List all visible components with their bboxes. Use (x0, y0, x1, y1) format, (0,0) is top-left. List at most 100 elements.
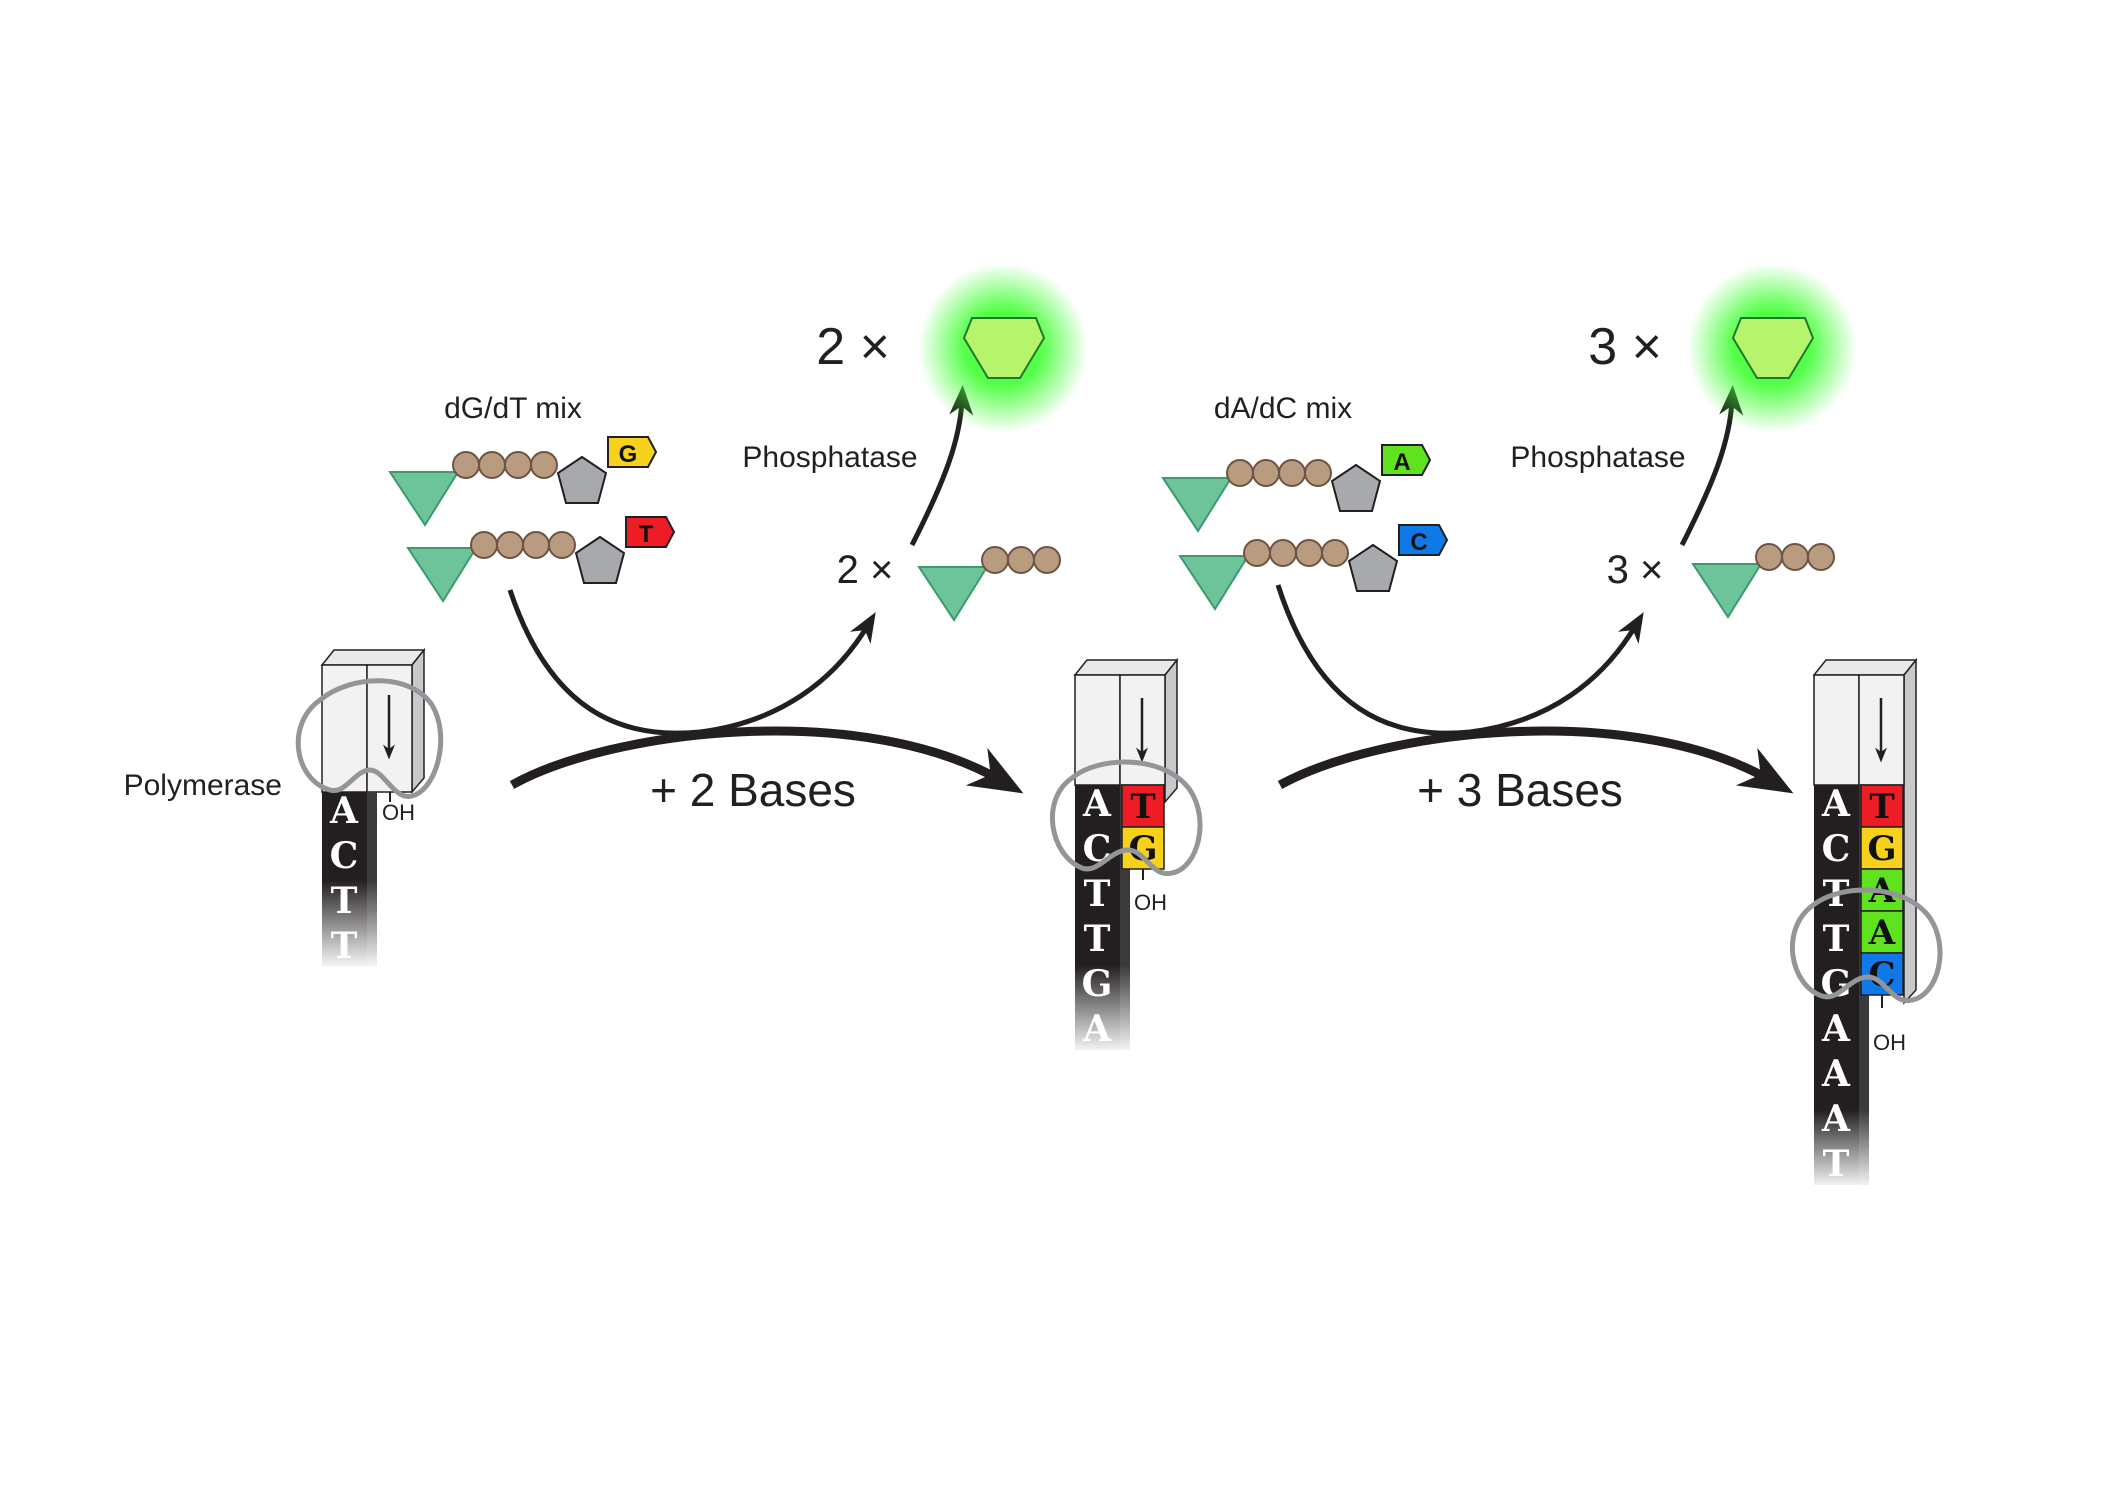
reaction-arrow-1 (509, 726, 1024, 794)
light-signal-2: 3 × (1588, 263, 1857, 433)
phosphate-icon (548, 531, 576, 559)
pyrophosphate-triangle-icon (1161, 477, 1233, 533)
polymerase-side-face (1903, 657, 1917, 1005)
template-complex-3: A C T T G A A A T T G A A C OH (1789, 657, 1943, 1190)
template-complex-1: Polymerase A C T T OH (124, 647, 444, 970)
fluorescent-product-icon (962, 317, 1046, 379)
step1-reagents: dG/dT mix G T (388, 392, 676, 603)
phosphate-icon (1226, 459, 1254, 487)
polymerase-left-block (1813, 674, 1860, 786)
released-pyrophosphate-2: 3 × (1607, 543, 1835, 619)
release-arrow-2 (1275, 584, 1644, 736)
phosphate-icon (1278, 459, 1306, 487)
pyrophosphate-triangle-icon (406, 547, 478, 603)
phosphate-icon (470, 531, 498, 559)
polymerase-top-face (320, 649, 426, 666)
sugar-pentagon-icon (556, 455, 608, 504)
template-base: T (1084, 873, 1111, 915)
polymerase-side-face (411, 647, 425, 795)
template-complex-2: A C T T G A T G OH (1049, 657, 1203, 1055)
nucleotide-dctp: C (1178, 524, 1449, 611)
added-base-label: C (1868, 955, 1895, 995)
added-base-label: T (1869, 787, 1894, 827)
oh-label: OH (1873, 1030, 1906, 1055)
pyrophosphate-triangle-icon (917, 566, 989, 622)
sugar-pentagon-icon (574, 535, 626, 584)
sugar-pentagon-icon (1330, 463, 1382, 512)
polymerase-side-face (1164, 657, 1178, 805)
base-tag-g (607, 436, 658, 468)
strand-fade (1069, 965, 1139, 1055)
added-base-g (1121, 826, 1165, 870)
template-base: A (329, 790, 359, 832)
phosphate-icon (1269, 539, 1297, 567)
added-base-t (1860, 784, 1904, 828)
phosphate-icon (1755, 543, 1783, 571)
polymerase-top-face (1812, 659, 1918, 676)
phosphate-icon (1304, 459, 1332, 487)
active-site-ring (1789, 887, 1943, 1004)
light-signal-1: 2 × (816, 263, 1088, 433)
added-base-label: G (1867, 829, 1896, 869)
base-label-t: T (639, 521, 654, 548)
phosphate-icon (1007, 546, 1035, 574)
phosphate-icon (1243, 539, 1271, 567)
pyrophosphate-triangle-icon (1178, 555, 1250, 611)
phosphate-icon (530, 451, 558, 479)
added-base-t (1121, 784, 1165, 828)
template-base: A (1821, 1053, 1851, 1095)
phosphatase-label-2: Phosphatase (1510, 441, 1685, 474)
active-site-ring (1049, 759, 1203, 877)
base-label-g: G (619, 441, 638, 468)
release-count-2: 3 × (1607, 548, 1664, 592)
nucleotide-dgtp: G (388, 436, 658, 527)
nucleotide-dttp: T (406, 516, 676, 603)
template-base: C (1822, 828, 1851, 870)
phosphate-icon (504, 451, 532, 479)
pyrophosphate-triangle-icon (1691, 563, 1763, 619)
polymerase-label: Polymerase (124, 769, 282, 802)
fluorescent-product-icon (1731, 317, 1815, 379)
template-base: C (330, 835, 359, 877)
template-base: A (1821, 783, 1851, 825)
phosphate-icon (1252, 459, 1280, 487)
base-tag-a (1381, 444, 1432, 476)
mix-label-2: dA/dC mix (1214, 392, 1352, 425)
step2-reagents: dA/dC mix A C (1161, 392, 1449, 611)
active-site-ring (295, 678, 444, 799)
released-pyrophosphate-1: 2 × (837, 546, 1061, 622)
added-base-label: T (1130, 787, 1155, 827)
strand-fade (316, 880, 386, 970)
template-base: A (1082, 783, 1112, 825)
sugar-pentagon-icon (1347, 543, 1399, 592)
signal-count-1: 2 × (816, 318, 890, 376)
oh-label: OH (382, 800, 415, 825)
polymerase-left-block (1074, 674, 1121, 786)
nucleotide-datp: A (1161, 444, 1432, 533)
mix-label-1: dG/dT mix (444, 392, 582, 425)
phosphatase-arrow-2 (1679, 385, 1744, 547)
phosphate-icon (496, 531, 524, 559)
release-count-1: 2 × (837, 548, 894, 592)
base-tag-t (625, 516, 676, 548)
pyrophosphate-triangle-icon (388, 471, 460, 527)
template-base: C (1083, 828, 1112, 870)
phosphate-icon (1781, 543, 1809, 571)
phosphate-icon (452, 451, 480, 479)
phosphate-icon (1807, 543, 1835, 571)
phosphatase-label-1: Phosphatase (742, 441, 917, 474)
step1-arrows: + 2 Bases Phosphatase (507, 385, 1024, 816)
bases-label-1: + 2 Bases (650, 764, 856, 816)
oh-label: OH (1134, 890, 1167, 915)
phosphate-icon (1033, 546, 1061, 574)
base-tag-c (1398, 524, 1449, 556)
base-label-a: A (1393, 449, 1410, 476)
phosphate-icon (981, 546, 1009, 574)
phosphate-icon (1321, 539, 1349, 567)
template-strand-edge (367, 792, 377, 967)
phosphatase-arrow-1 (909, 385, 974, 547)
template-base: A (1821, 1008, 1851, 1050)
polymerase-top-face (1073, 659, 1179, 676)
added-base-label: A (1868, 913, 1896, 953)
